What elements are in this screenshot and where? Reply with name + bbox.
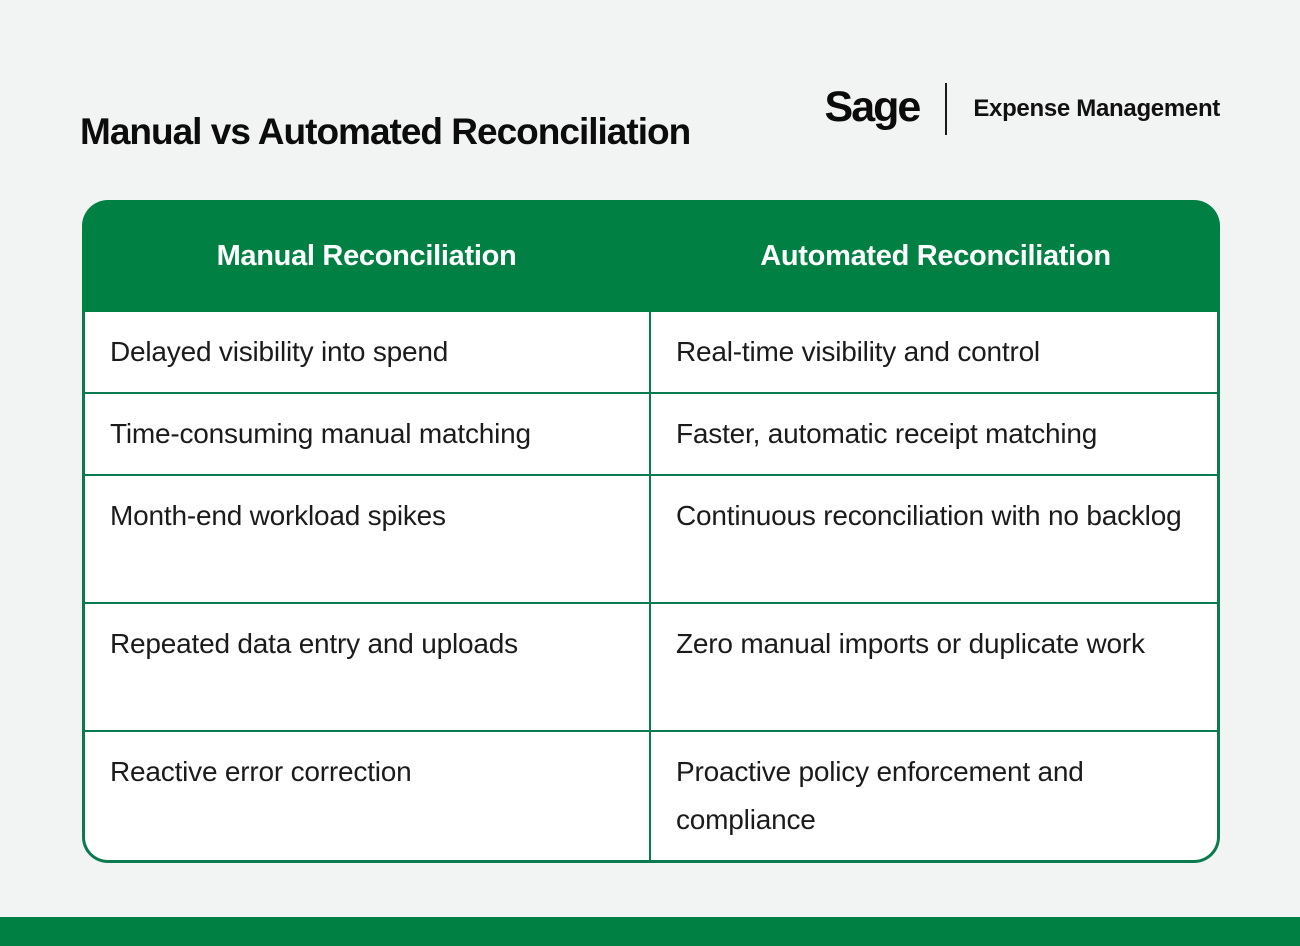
cell-manual: Delayed visibility into spend — [85, 312, 651, 392]
table-row: Month-end workload spikes Continuous rec… — [85, 474, 1217, 602]
column-header-automated: Automated Reconciliation — [760, 239, 1111, 272]
table-row: Time-consuming manual matching Faster, a… — [85, 392, 1217, 474]
cell-automated: Zero manual imports or duplicate work — [676, 628, 1145, 659]
sage-logo: Sage — [824, 82, 922, 131]
footer-accent-bar — [0, 917, 1300, 946]
table-row: Delayed visibility into spend Real-time … — [85, 312, 1217, 392]
cell-manual: Repeated data entry and uploads — [85, 604, 651, 730]
cell-automated: Proactive policy enforcement and complia… — [676, 756, 1084, 835]
cell-manual: Reactive error correction — [85, 732, 651, 860]
page-title: Manual vs Automated Reconciliation — [80, 110, 691, 152]
brand-divider — [945, 83, 948, 135]
cell-automated: Continuous reconciliation with no backlo… — [676, 500, 1182, 531]
cell-automated: Real-time visibility and control — [676, 336, 1040, 367]
table-row: Reactive error correction Proactive poli… — [85, 730, 1217, 860]
column-header-manual: Manual Reconciliation — [216, 239, 517, 272]
cell-automated: Faster, automatic receipt matching — [676, 418, 1098, 449]
table-row: Repeated data entry and uploads Zero man… — [85, 602, 1217, 730]
comparison-table: Manual Reconciliation Automated Reconcil… — [82, 200, 1220, 863]
table-body: Delayed visibility into spend Real-time … — [82, 312, 1220, 863]
brand-product-name: Expense Management — [973, 95, 1220, 122]
cell-manual: Month-end workload spikes — [85, 476, 651, 602]
brand-lockup: Sage Expense Management — [825, 76, 1220, 142]
table-header-row: Manual Reconciliation Automated Reconcil… — [82, 200, 1220, 312]
cell-manual: Time-consuming manual matching — [85, 394, 651, 474]
